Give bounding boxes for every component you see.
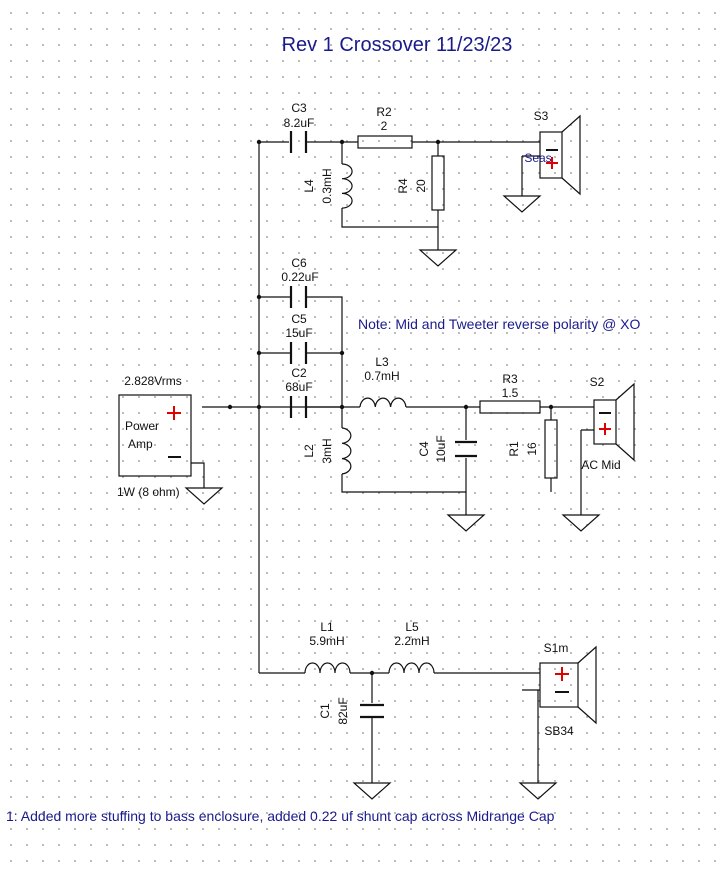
junction-dots [227, 139, 554, 676]
l5-ref: L5 [405, 620, 419, 634]
r2-symbol [357, 135, 413, 149]
ground-amp [184, 487, 224, 505]
l4-symbol [341, 163, 353, 209]
l2-symbol [341, 427, 352, 475]
schematic-title: Rev 1 Crossover 11/23/23 [282, 34, 513, 56]
speaker-s2 [593, 382, 635, 462]
ground-symbols [184, 195, 601, 800]
ground-mid-shunt [446, 514, 486, 532]
c6-ref: C6 [291, 256, 307, 270]
capacitor-plates [289, 131, 477, 719]
l1-symbol [304, 662, 351, 674]
r3-ref: R3 [502, 372, 518, 386]
c6-value: 0.22uF [281, 270, 318, 284]
l5-symbol [388, 662, 435, 674]
c4-symbol [455, 440, 477, 458]
c1-value: 82uF [336, 697, 350, 724]
l1-value: 5.9mH [309, 634, 344, 648]
revision-note: 1: Added more stuffing to bass enclosure… [6, 808, 555, 824]
c5-value: 15uF [285, 326, 312, 340]
ground-s3 [502, 195, 542, 213]
l1-ref: L1 [320, 620, 334, 634]
l3-ref: L3 [375, 355, 389, 369]
r1-value: 16 [525, 442, 539, 456]
amp-power-label: 1W (8 ohm) [117, 485, 180, 499]
amp-voltage-label: 2.828Vrms [124, 374, 182, 388]
c4-value: 10uF [434, 435, 448, 462]
r1-symbol [544, 419, 558, 479]
power-amp [118, 394, 192, 477]
s1m-model: SB34 [544, 724, 574, 738]
speaker-s3 [539, 114, 581, 196]
c2-ref: C2 [291, 366, 307, 380]
r2-value: 2 [381, 119, 388, 133]
l2-ref: L2 [302, 444, 316, 458]
c1-ref: C1 [318, 703, 332, 719]
c3-symbol [289, 131, 308, 153]
c5-symbol [289, 342, 308, 364]
ground-tweeter-shunt [418, 249, 458, 267]
ground-c1 [352, 782, 392, 800]
r3-symbol [479, 400, 541, 414]
inductor-coils [304, 163, 435, 674]
amp-label-line1: Power [125, 419, 159, 433]
polarity-note: Note: Mid and Tweeter reverse polarity @… [358, 316, 641, 332]
l5-value: 2.2mH [394, 634, 429, 648]
c6-symbol [289, 286, 308, 308]
c2-symbol [289, 396, 308, 418]
r3-value: 1.5 [502, 386, 519, 400]
wires [191, 141, 594, 783]
resistor-bodies [357, 135, 558, 479]
c2-value: 68uF [285, 380, 312, 394]
c3-ref: C3 [291, 101, 307, 115]
s3-model: Seas [524, 151, 551, 165]
l3-value: 0.7mH [364, 369, 399, 383]
r4-value: 20 [414, 179, 428, 193]
r2-ref: R2 [376, 105, 392, 119]
ground-s1m [518, 782, 558, 800]
l3-symbol [359, 397, 407, 408]
r4-ref: R4 [396, 178, 410, 194]
c3-value: 8.2uF [284, 116, 315, 130]
speaker-s1m [539, 645, 597, 725]
r4-symbol [431, 155, 445, 211]
c4-ref: C4 [417, 441, 431, 457]
s1m-ref: S1m [544, 641, 569, 655]
amp-label-line2: Amp [128, 437, 153, 451]
c5-ref: C5 [291, 312, 307, 326]
s2-ref: S2 [590, 375, 605, 389]
s2-model: AC Mid [581, 458, 620, 472]
r1-ref: R1 [507, 441, 521, 457]
l2-value: 3mH [320, 438, 334, 463]
c1-symbol [360, 703, 384, 719]
l4-ref: L4 [302, 179, 316, 193]
l4-value: 0.3mH [320, 168, 334, 203]
s3-ref: S3 [534, 109, 549, 123]
ground-s2 [561, 514, 601, 532]
